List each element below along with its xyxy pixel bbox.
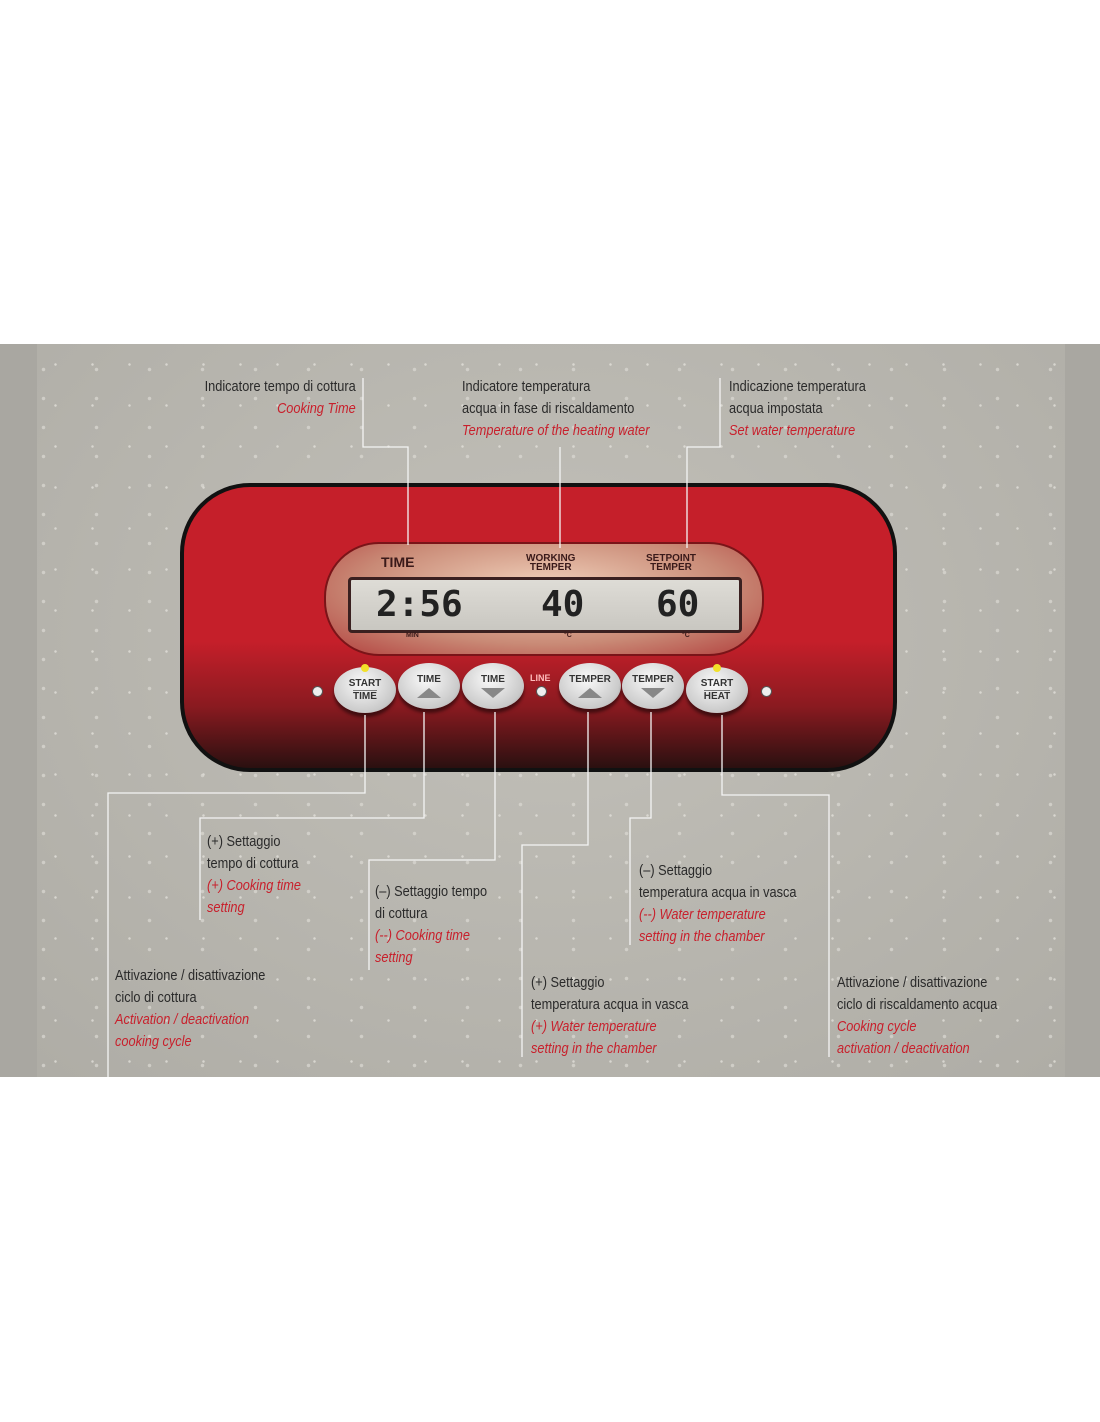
up-arrow-icon	[417, 688, 441, 698]
led-left	[312, 686, 323, 697]
time-down-button[interactable]: TIME	[462, 663, 524, 709]
temper-down-button[interactable]: TEMPER	[622, 663, 684, 709]
led-right	[761, 686, 772, 697]
setpoint-temp-value: 60	[656, 584, 700, 625]
working-unit: °C	[564, 632, 572, 639]
status-led	[361, 664, 369, 672]
down-arrow-icon	[481, 688, 505, 698]
time-unit: MIN	[406, 632, 419, 639]
down-arrow-icon	[641, 688, 665, 698]
left-edge	[0, 344, 37, 1077]
lcd-screen: 2:56 40 60	[348, 577, 742, 633]
working-temp-value: 40	[541, 584, 585, 625]
setpoint-unit: °C	[682, 632, 690, 639]
line-label: LINE	[530, 673, 551, 683]
line-led	[536, 686, 547, 697]
time-up-button[interactable]: TIME	[398, 663, 460, 709]
up-arrow-icon	[578, 688, 602, 698]
right-edge	[1065, 344, 1100, 1077]
temper-up-button[interactable]: TEMPER	[559, 663, 621, 709]
time-value: 2:56	[376, 584, 463, 625]
time-caption: TIME	[381, 554, 415, 570]
status-led	[713, 664, 721, 672]
